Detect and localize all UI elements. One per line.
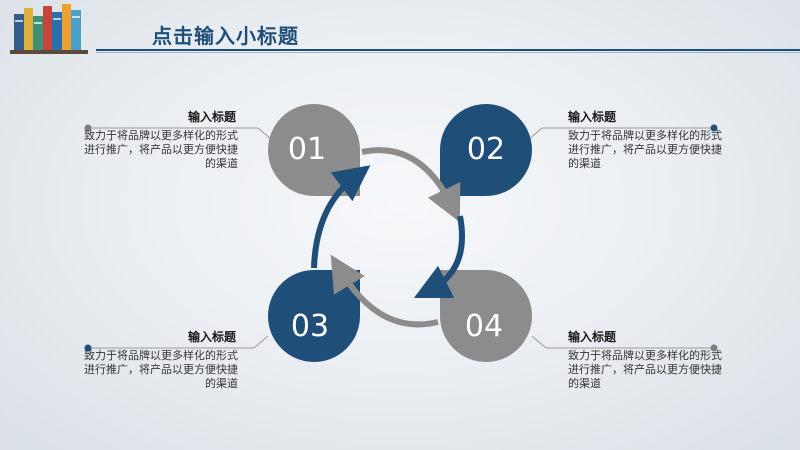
step-title-4: 输入标题 xyxy=(568,330,617,344)
step-title-1: 输入标题 xyxy=(187,110,236,124)
arrow-left-icon xyxy=(311,165,371,269)
books-logo-icon xyxy=(10,4,88,54)
step-block-2: 输入标题 致力于将品牌以更多样化的形式进行推广，将产品以更方便快捷的渠道 xyxy=(568,108,728,171)
step-text-1: 致力于将品牌以更多样化的形式进行推广，将产品以更方便快捷的渠道 xyxy=(84,129,238,170)
step-number-1: 01 xyxy=(288,132,326,167)
step-block-1: 输入标题 致力于将品牌以更多样化的形式进行推广，将产品以更方便快捷的渠道 xyxy=(78,108,238,171)
leader-line-4 xyxy=(531,335,718,352)
header: 点击输入小标题 xyxy=(0,0,800,62)
step-number-3: 03 xyxy=(291,309,329,344)
step-number-4: 04 xyxy=(465,309,503,344)
step-number-2: 02 xyxy=(467,132,505,167)
title-divider-shadow xyxy=(96,52,800,53)
step-circle-2: 02 xyxy=(440,104,532,196)
step-circle-4: 04 xyxy=(440,270,532,362)
arrow-top-icon xyxy=(361,147,461,223)
step-block-4: 输入标题 致力于将品牌以更多样化的形式进行推广，将产品以更方便快捷的渠道 xyxy=(568,328,728,391)
title-divider xyxy=(96,49,800,51)
step-text-2: 致力于将品牌以更多样化的形式进行推广，将产品以更方便快捷的渠道 xyxy=(568,129,722,170)
step-title-3: 输入标题 xyxy=(187,330,236,344)
step-text-3: 致力于将品牌以更多样化的形式进行推广，将产品以更方便快捷的渠道 xyxy=(84,349,238,390)
leader-line-3 xyxy=(84,335,269,352)
step-title-2: 输入标题 xyxy=(568,110,617,124)
arrow-right-icon xyxy=(413,215,465,299)
arrow-bottom-icon xyxy=(330,254,439,328)
step-text-4: 致力于将品牌以更多样化的形式进行推广，将产品以更方便快捷的渠道 xyxy=(568,349,722,390)
step-block-3: 输入标题 致力于将品牌以更多样化的形式进行推广，将产品以更方便快捷的渠道 xyxy=(78,328,238,391)
page-title: 点击输入小标题 xyxy=(152,24,299,48)
leader-line-1 xyxy=(84,124,273,141)
